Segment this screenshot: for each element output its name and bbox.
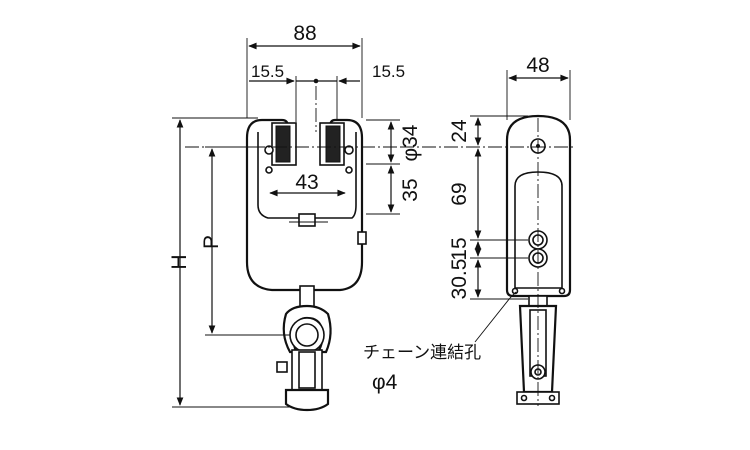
dim-88: 88	[293, 22, 316, 45]
dim-43: 43	[295, 171, 318, 194]
chain-hole-diameter: φ4	[372, 371, 398, 394]
dim-15: 15	[448, 237, 471, 260]
front-view	[245, 38, 367, 412]
dim-24: 24	[448, 119, 471, 143]
dim-h: H	[168, 254, 191, 269]
dim-35: 35	[399, 178, 422, 201]
dim-30-5: 30.5	[448, 259, 471, 300]
dim-15-5-left: 15.5	[251, 62, 284, 81]
side-dims	[400, 115, 575, 300]
dim-48: 48	[526, 54, 549, 77]
dim-69: 69	[448, 182, 471, 205]
chain-hole-label: チェーン連結孔	[363, 343, 481, 363]
dim-15-5-right: 15.5	[372, 62, 405, 81]
side-view	[505, 70, 572, 406]
dim-p: P	[200, 235, 223, 249]
chain-hole-leader	[474, 297, 511, 343]
height-dims	[172, 117, 290, 408]
dim-phi34: φ34	[399, 124, 422, 161]
